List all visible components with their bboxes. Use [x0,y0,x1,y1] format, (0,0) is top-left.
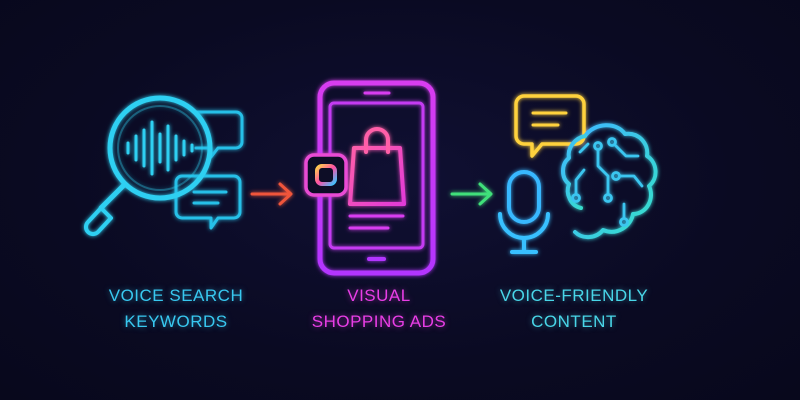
step-label-line-2: SHOPPING ADS [311,312,447,331]
step-label-line-1: VOICE SEARCH [108,286,244,305]
step-label-voice-friendly-content: VOICE-FRIENDLY CONTENT [464,283,684,335]
arrow-right-icon [250,182,293,206]
step-label-line-2: KEYWORDS [124,312,228,331]
step-label-visual-shopping-ads: VISUAL SHOPPING ADS [269,283,489,335]
voice-search-magnifier-icon [83,95,244,237]
arrow-right-icon [450,182,493,206]
microphone-brain-chat-icon [498,94,658,254]
step-label-line-1: VISUAL [347,286,411,305]
step-label-line-2: CONTENT [531,312,617,331]
smartphone-shopping-bag-icon [304,80,436,276]
step-label-line-1: VOICE-FRIENDLY [499,286,649,305]
step-label-voice-search-keywords: VOICE SEARCH KEYWORDS [66,283,286,335]
